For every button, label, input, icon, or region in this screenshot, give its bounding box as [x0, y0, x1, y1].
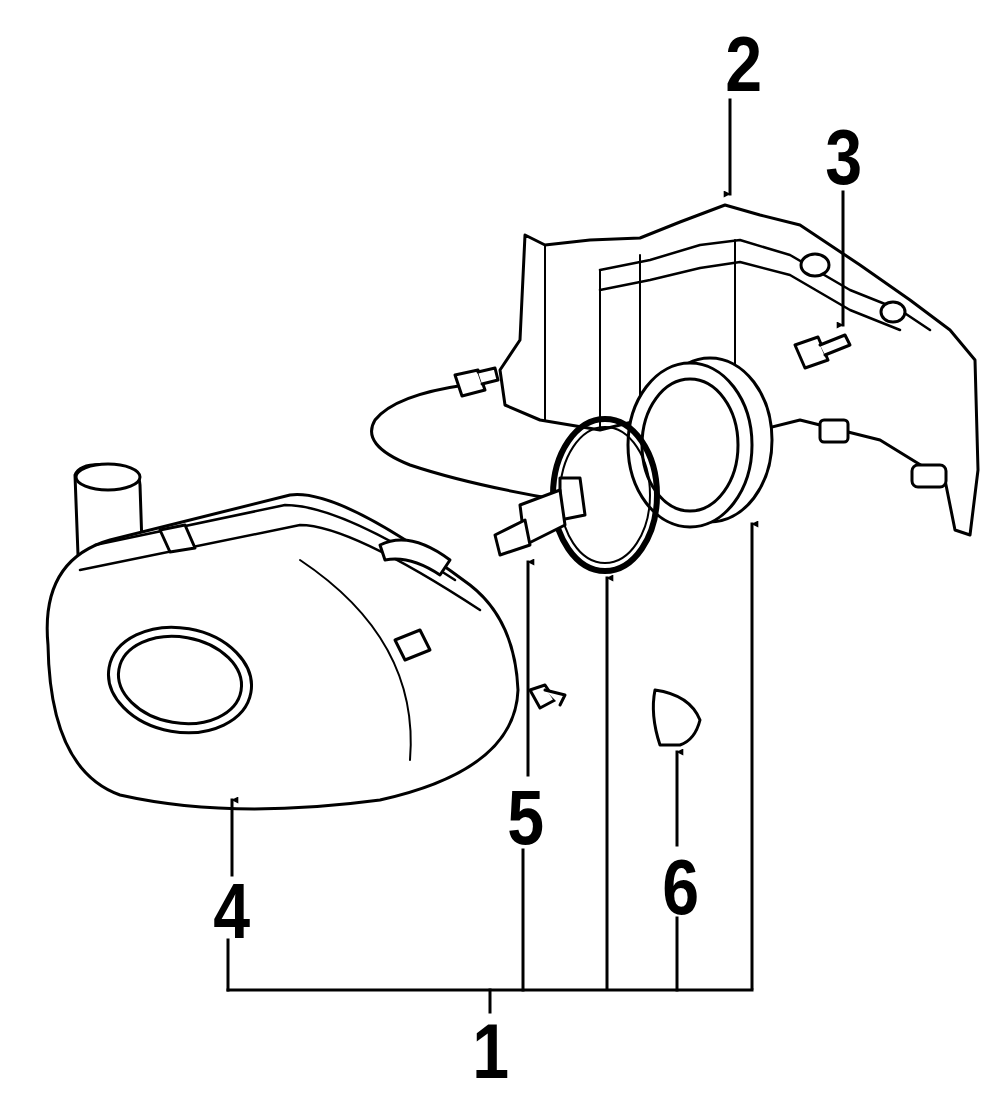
callout-number: 2	[725, 25, 762, 103]
callout-number: 3	[825, 118, 862, 196]
callout-number: 5	[507, 778, 544, 856]
callout-number: 1	[472, 1012, 509, 1090]
callout-number: 4	[213, 872, 250, 950]
callout-number: 6	[662, 848, 699, 926]
